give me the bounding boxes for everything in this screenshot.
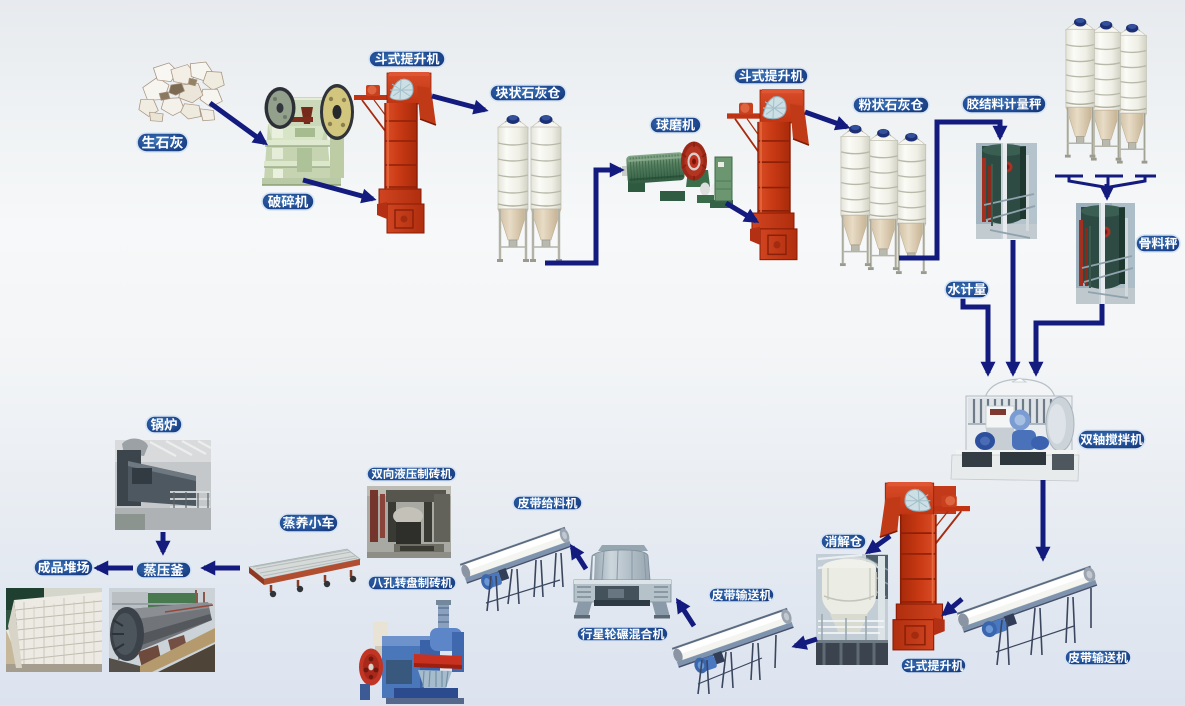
svg-text:蒸养小车: 蒸养小车 (282, 513, 334, 532)
svg-text:破碎机: 破碎机 (268, 190, 309, 210)
svg-text:皮带输送机: 皮带输送机 (1068, 649, 1128, 666)
svg-text:骨料秤: 骨料秤 (1138, 233, 1177, 252)
svg-text:成品堆场: 成品堆场 (37, 557, 89, 576)
svg-text:生石灰: 生石灰 (142, 133, 184, 153)
svg-text:块状石灰仓: 块状石灰仓 (495, 83, 560, 102)
svg-text:锅炉: 锅炉 (151, 413, 178, 433)
svg-text:水计量: 水计量 (947, 279, 986, 298)
svg-text:斗式提升机: 斗式提升机 (738, 66, 803, 85)
svg-text:八孔转盘制砖机: 八孔转盘制砖机 (372, 575, 453, 591)
svg-text:斗式提升机: 斗式提升机 (903, 657, 963, 674)
svg-text:蒸压釜: 蒸压釜 (143, 559, 184, 579)
svg-text:粉状石灰仓: 粉状石灰仓 (858, 95, 923, 114)
svg-text:皮带给料机: 皮带给料机 (517, 494, 577, 511)
svg-text:皮带输送机: 皮带输送机 (711, 586, 771, 603)
svg-text:斗式提升机: 斗式提升机 (374, 49, 439, 68)
svg-text:球磨机: 球磨机 (656, 115, 695, 134)
svg-text:消解仓: 消解仓 (825, 531, 863, 550)
svg-text:双向液压制砖机: 双向液压制砖机 (371, 466, 452, 482)
svg-text:双轴搅拌机: 双轴搅拌机 (1080, 429, 1143, 448)
svg-text:胶结料计量秤: 胶结料计量秤 (966, 94, 1042, 113)
svg-text:行星轮碾混合机: 行星轮碾混合机 (580, 625, 664, 642)
